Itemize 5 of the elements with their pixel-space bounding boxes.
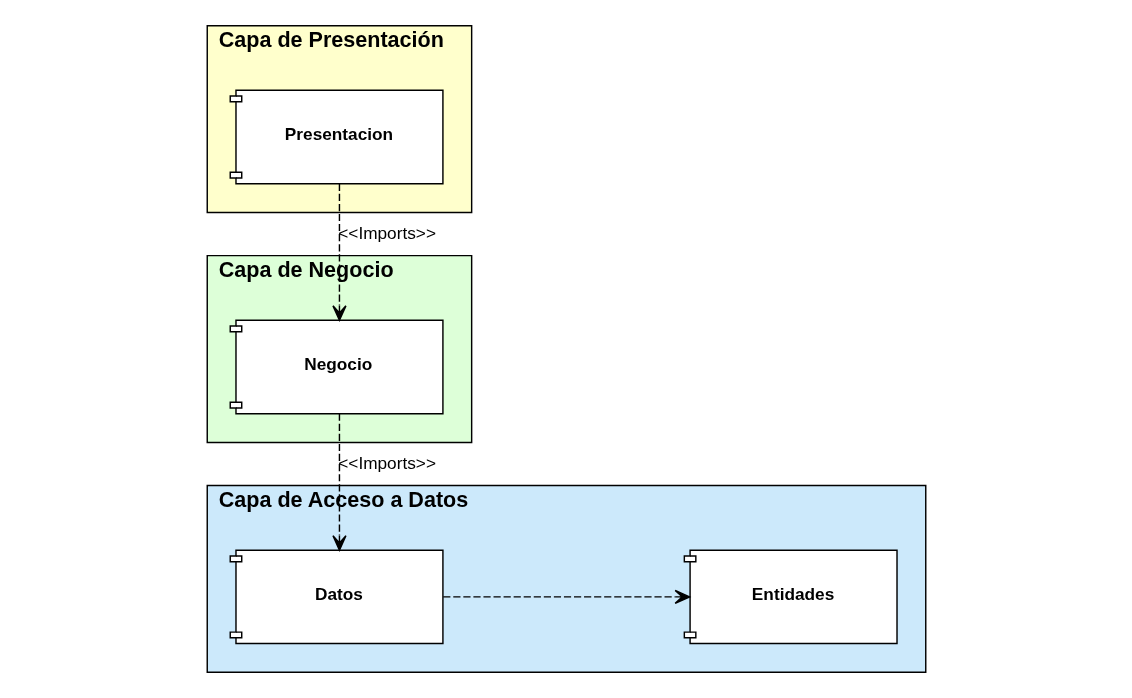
arrow (442, 589, 690, 605)
arrow (331, 183, 347, 321)
arrow (331, 413, 347, 551)
edge-label: <<Imports>> (337, 453, 436, 474)
edge-label: <<Imports>> (337, 223, 436, 244)
